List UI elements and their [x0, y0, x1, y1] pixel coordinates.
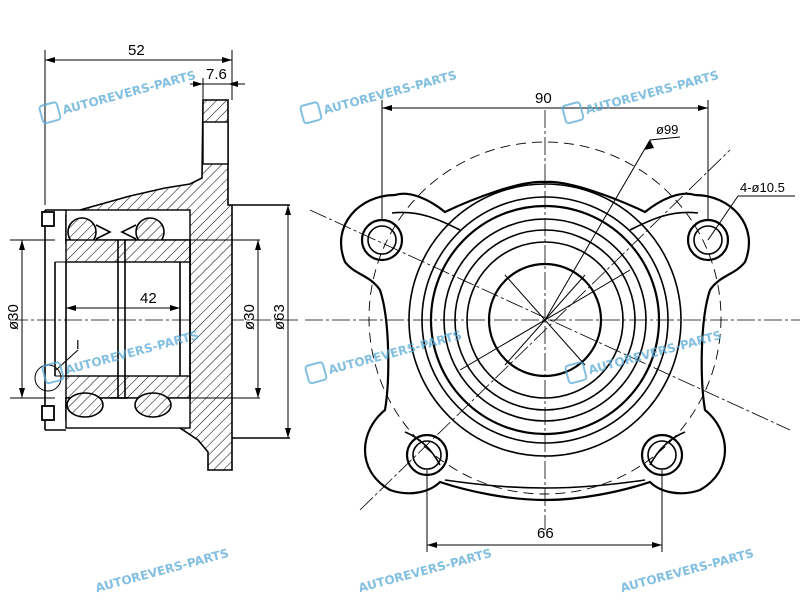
- lower-ball-left: [66, 392, 104, 418]
- dim-top-bolt-spacing: 90: [381, 90, 709, 220]
- watermark-2: AUTOREVERS-PARTS: [299, 68, 458, 125]
- hub-ring-3: [429, 204, 661, 436]
- svg-text:ø63: ø63: [271, 304, 288, 330]
- watermark-1: AUTOREVERS-PARTS: [38, 68, 197, 125]
- watermark-7: AUTOREVERS-PARTS: [94, 546, 230, 595]
- dim-bore-left: ø30: [5, 240, 25, 398]
- watermark-9: AUTOREVERS-PARTS: [619, 546, 755, 595]
- hub-bore: [487, 262, 603, 378]
- svg-text:7.6: 7.6: [206, 66, 227, 83]
- watermark-5: AUTOREVERS-PARTS: [304, 328, 463, 385]
- svg-text:ø99: ø99: [656, 122, 678, 137]
- svg-text:ø30: ø30: [241, 304, 258, 330]
- dim-outer-diameter: ø63: [271, 205, 291, 438]
- svg-text:AUTOREVERS-PARTS: AUTOREVERS-PARTS: [619, 546, 755, 595]
- bolt-hole-top-left: [360, 218, 404, 262]
- dim-bore-right: ø30: [241, 240, 261, 398]
- watermark-3: AUTOREVERS-PARTS: [561, 68, 720, 125]
- watermark-8: AUTOREVERS-PARTS: [357, 546, 493, 595]
- flange-outline: [339, 180, 751, 502]
- upper-bearing-row: [65, 209, 191, 263]
- lower-ball-right: [134, 392, 172, 418]
- bolt-hole-bottom-left: [405, 433, 449, 477]
- bolt-hole-bottom-right: [640, 433, 684, 477]
- dim-overall-width: 52: [44, 42, 233, 205]
- front-view: 90 ø99 4-ø10.5 66: [305, 90, 800, 552]
- hub-ring-4: [443, 218, 647, 422]
- flange-stud-hole: [202, 121, 229, 165]
- dim-flange-thickness: 7.6: [190, 66, 245, 100]
- dim-bottom-bolt-spacing: 66: [426, 470, 663, 552]
- svg-text:AUTOREVERS-PARTS: AUTOREVERS-PARTS: [357, 546, 493, 595]
- seal-bottom: [41, 405, 55, 421]
- dim-inner-length: 42: [66, 290, 180, 311]
- svg-text:AUTOREVERS-PARTS: AUTOREVERS-PARTS: [94, 546, 230, 595]
- pitch-circle: [368, 141, 722, 495]
- svg-text:ø30: ø30: [5, 304, 22, 330]
- dim-pitch-circle: ø99: [644, 122, 681, 150]
- hub-outer-ring: [408, 183, 682, 457]
- seal-top: [41, 211, 55, 227]
- detail-marker-label: I: [76, 337, 80, 352]
- hub-ring-5: [454, 229, 636, 411]
- side-section-view: I 52 7.6 42: [5, 42, 300, 471]
- svg-text:AUTOREVERS-PARTS: AUTOREVERS-PARTS: [61, 68, 197, 117]
- lower-bearing-row: [65, 375, 191, 429]
- dim-bolt-holes: 4-ø10.5: [707, 180, 795, 241]
- hub-ring-2: [421, 196, 669, 444]
- svg-text:42: 42: [140, 290, 157, 307]
- svg-text:66: 66: [537, 525, 554, 542]
- hub-ring-6: [466, 241, 624, 399]
- svg-text:52: 52: [128, 42, 145, 59]
- svg-text:90: 90: [535, 90, 552, 107]
- svg-text:4-ø10.5: 4-ø10.5: [740, 180, 785, 195]
